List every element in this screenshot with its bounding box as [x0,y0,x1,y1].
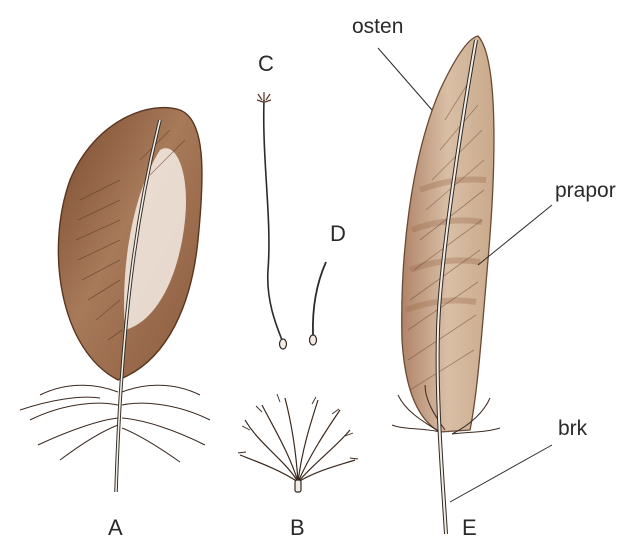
label-a: A [108,517,123,539]
label-c: C [258,53,274,75]
feather-b-fibers [238,394,358,459]
leader-osten [378,48,432,110]
feather-c-base [280,339,287,349]
feather-d [310,262,327,345]
label-osten: osten [352,16,403,37]
feather-c [257,92,287,349]
label-e: E [462,517,477,539]
label-prapor: prapor [555,180,616,201]
feather-d-shaft [313,262,326,335]
leader-brk [450,445,552,502]
feather-e [392,36,500,534]
label-brk: brk [558,418,587,439]
feather-c-shaft [264,100,282,340]
feather-a-down [20,385,210,462]
feather-b-barbs [240,398,355,482]
feather-b [238,394,358,492]
label-b: B [290,517,305,539]
feather-a [20,108,210,492]
feather-b-calamus [295,480,301,492]
label-d: D [330,223,346,245]
feather-d-base [310,335,317,345]
